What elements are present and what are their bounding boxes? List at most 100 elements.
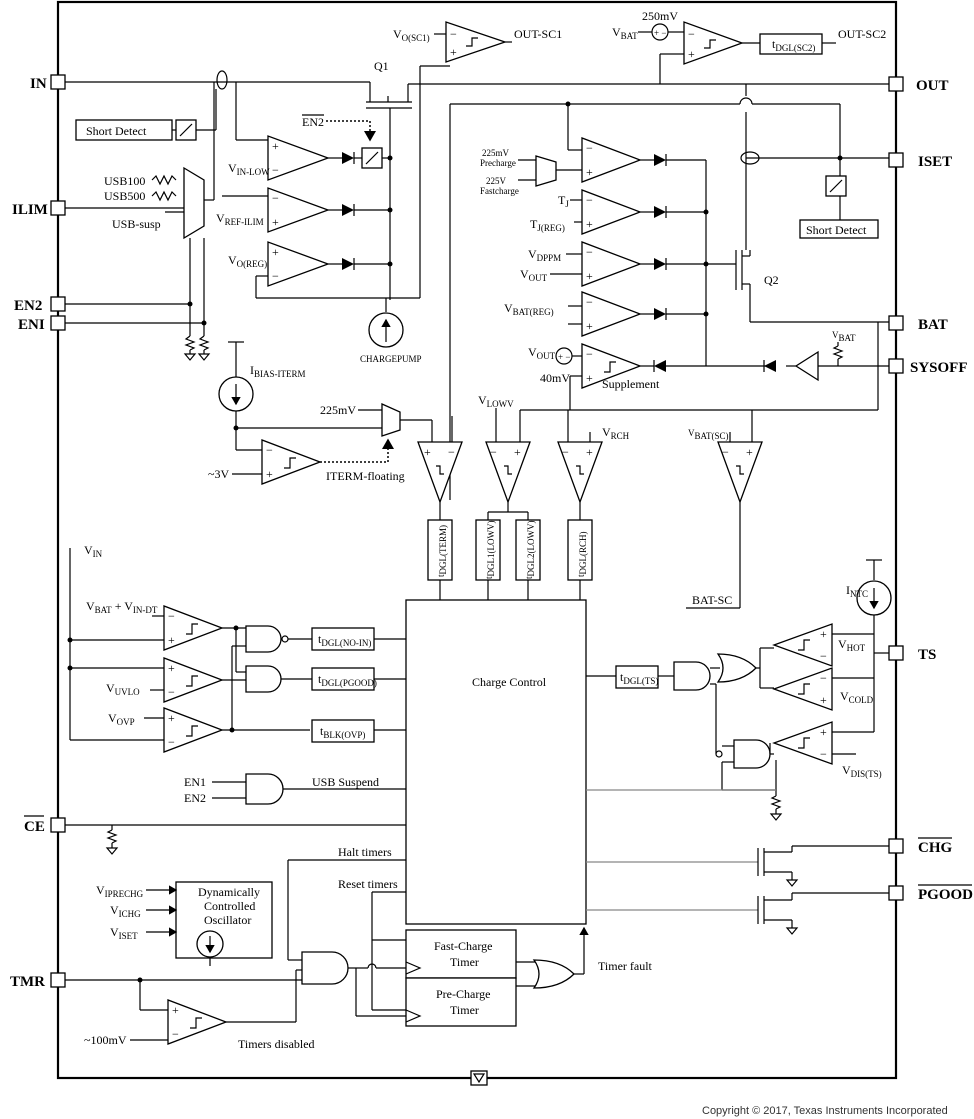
halt-timers-label: Halt timers: [338, 845, 392, 859]
pin-en2: [50, 296, 66, 312]
vhot-label: VHOT: [838, 637, 866, 653]
pin-chg: [888, 838, 904, 854]
vdppm-label: VDPPM: [528, 247, 561, 263]
svg-text:−: −: [266, 443, 273, 457]
p225-iterm-label: 225mV: [320, 403, 356, 417]
tj-label: TJ: [558, 193, 569, 209]
ground-pin: [470, 1070, 488, 1086]
svg-text:−: −: [820, 747, 827, 761]
usb-suspend-logic: EN1 EN2 USB Suspend: [65, 773, 406, 855]
svg-text:+: +: [168, 633, 175, 647]
svg-text:+ −: + −: [558, 352, 570, 362]
pin-pgood-label: PGOOD: [918, 887, 973, 903]
vuvlo-label: VUVLO: [106, 681, 140, 697]
svg-text:−: −: [172, 1027, 179, 1041]
pin-sysoff-label: SYSOFF: [910, 360, 968, 376]
fast2-label: Timer: [450, 955, 479, 969]
pre1-label: Pre-Charge: [436, 987, 490, 1001]
vrch-label: VRCH: [602, 425, 630, 441]
vo-reg-label: VO(REG): [228, 253, 267, 269]
charge-control-label: Charge Control: [472, 675, 547, 689]
intc-label: INTC: [846, 583, 868, 599]
power-path: Q1: [65, 59, 889, 300]
vdis-label: VDIS(TS): [842, 763, 882, 779]
pin-out-label: OUT: [916, 78, 949, 94]
pin-group-right: OUT ISET BAT SYSOFF TS CHG PGOOD: [888, 76, 973, 903]
svg-text:+: +: [820, 627, 827, 641]
vout2-label: VOUT: [528, 345, 556, 361]
supplement-label: Supplement: [602, 377, 660, 391]
pin-in: [50, 74, 66, 90]
pin-tmr: [50, 972, 66, 988]
svg-text:+: +: [586, 217, 593, 231]
svg-text:−: −: [272, 191, 279, 205]
vbat-reg-label: VBAT(REG): [504, 301, 554, 317]
vout-label: VOUT: [520, 267, 548, 283]
pin-ts-label: TS: [918, 647, 936, 663]
vo-sc1-label: VO(SC1): [393, 27, 430, 43]
pin-pgood: [888, 885, 904, 901]
svg-text:+: +: [272, 215, 279, 229]
v3-label: ~3V: [208, 467, 229, 481]
t-lowv2-label: tDGL2(LOWV): [524, 520, 536, 579]
svg-text:+: +: [586, 269, 593, 283]
svg-text:−: −: [168, 685, 175, 699]
svg-text:−: −: [168, 609, 175, 623]
pin-ce-label: CE: [24, 819, 45, 835]
svg-text:−: −: [722, 445, 729, 459]
tj-reg-label: TJ(REG): [530, 217, 565, 233]
vin-label: VIN: [84, 543, 103, 559]
svg-text:−: −: [820, 649, 827, 663]
usb100-label: USB100: [104, 174, 145, 188]
svg-text:+: +: [450, 45, 457, 59]
bat-regulation-amps: Short Detect 225mV Precharge 225V Fastch…: [449, 84, 889, 500]
timer-fault-label: Timer fault: [598, 959, 653, 973]
svg-text:−: −: [586, 295, 593, 309]
t-rch-label: tDGL(RCH): [576, 531, 588, 577]
svg-text:−: −: [490, 445, 497, 459]
svg-text:−: −: [168, 735, 175, 749]
charge-pump: CHARGEPUMP: [360, 298, 422, 364]
t-pgood-label: tDGL(PGOOD): [318, 672, 377, 688]
t-ts-label: tDGL(TS): [620, 670, 658, 686]
pin-group-left: IN ILIM EN2 ENI CE TMR: [10, 74, 66, 990]
pin-iset-label: ISET: [918, 154, 952, 170]
vbat-vin-label: VBAT + VIN-DT: [86, 599, 158, 615]
ilim-selector: USB100 USB500 USB-susp: [65, 82, 215, 361]
en2-bar-label: EN2: [302, 115, 324, 129]
svg-text:+: +: [688, 47, 695, 61]
bat-sc-label: BAT-SC: [692, 593, 732, 607]
en1-in-label: EN1: [184, 775, 206, 789]
short-detect-left-label: Short Detect: [86, 124, 147, 138]
m40-label: 40mV: [540, 371, 570, 385]
svg-text:+: +: [820, 693, 827, 707]
iterm-section: IBIAS-ITERM 225mV − + ~3V ITERM-floating: [208, 341, 433, 485]
en2-in-label: EN2: [184, 791, 206, 805]
vovp-label: VOVP: [108, 711, 135, 727]
q1-label: Q1: [374, 59, 389, 73]
pin-en2-label: EN2: [14, 298, 42, 314]
vbat-top-label: VBAT: [612, 25, 638, 41]
precharge-label: Precharge: [480, 158, 516, 168]
osc1-label: Dynamically: [198, 885, 260, 899]
svg-text:+: +: [586, 371, 593, 385]
fast1-label: Fast-Charge: [434, 939, 492, 953]
m100-label: ~100mV: [84, 1033, 127, 1047]
vref-ilim-label: VREF-ILIM: [216, 211, 264, 227]
vbat-r-label: VBAT: [832, 330, 856, 343]
reset-timers-label: Reset timers: [338, 877, 398, 891]
pin-tmr-label: TMR: [10, 974, 45, 990]
pin-in-label: IN: [30, 76, 47, 92]
svg-text:−: −: [586, 193, 593, 207]
vipre-label: VIPRECHG: [96, 883, 144, 899]
svg-text:+: +: [168, 661, 175, 675]
copyright-text: Copyright © 2017, Texas Instruments Inco…: [702, 1105, 948, 1117]
svg-text:−: −: [272, 163, 279, 177]
p225mv-label: 225mV: [482, 148, 510, 158]
v250-label: 250mV: [642, 9, 678, 23]
svg-text:−: −: [820, 671, 827, 685]
timer-section: Halt timers Reset timers Dynamically Con…: [65, 845, 653, 1051]
usb-suspend-label: USB Suspend: [312, 775, 379, 789]
termination-comparators: + − VLOWV − + VRCH − + VBAT(SC) − + BAT-…: [417, 393, 763, 609]
